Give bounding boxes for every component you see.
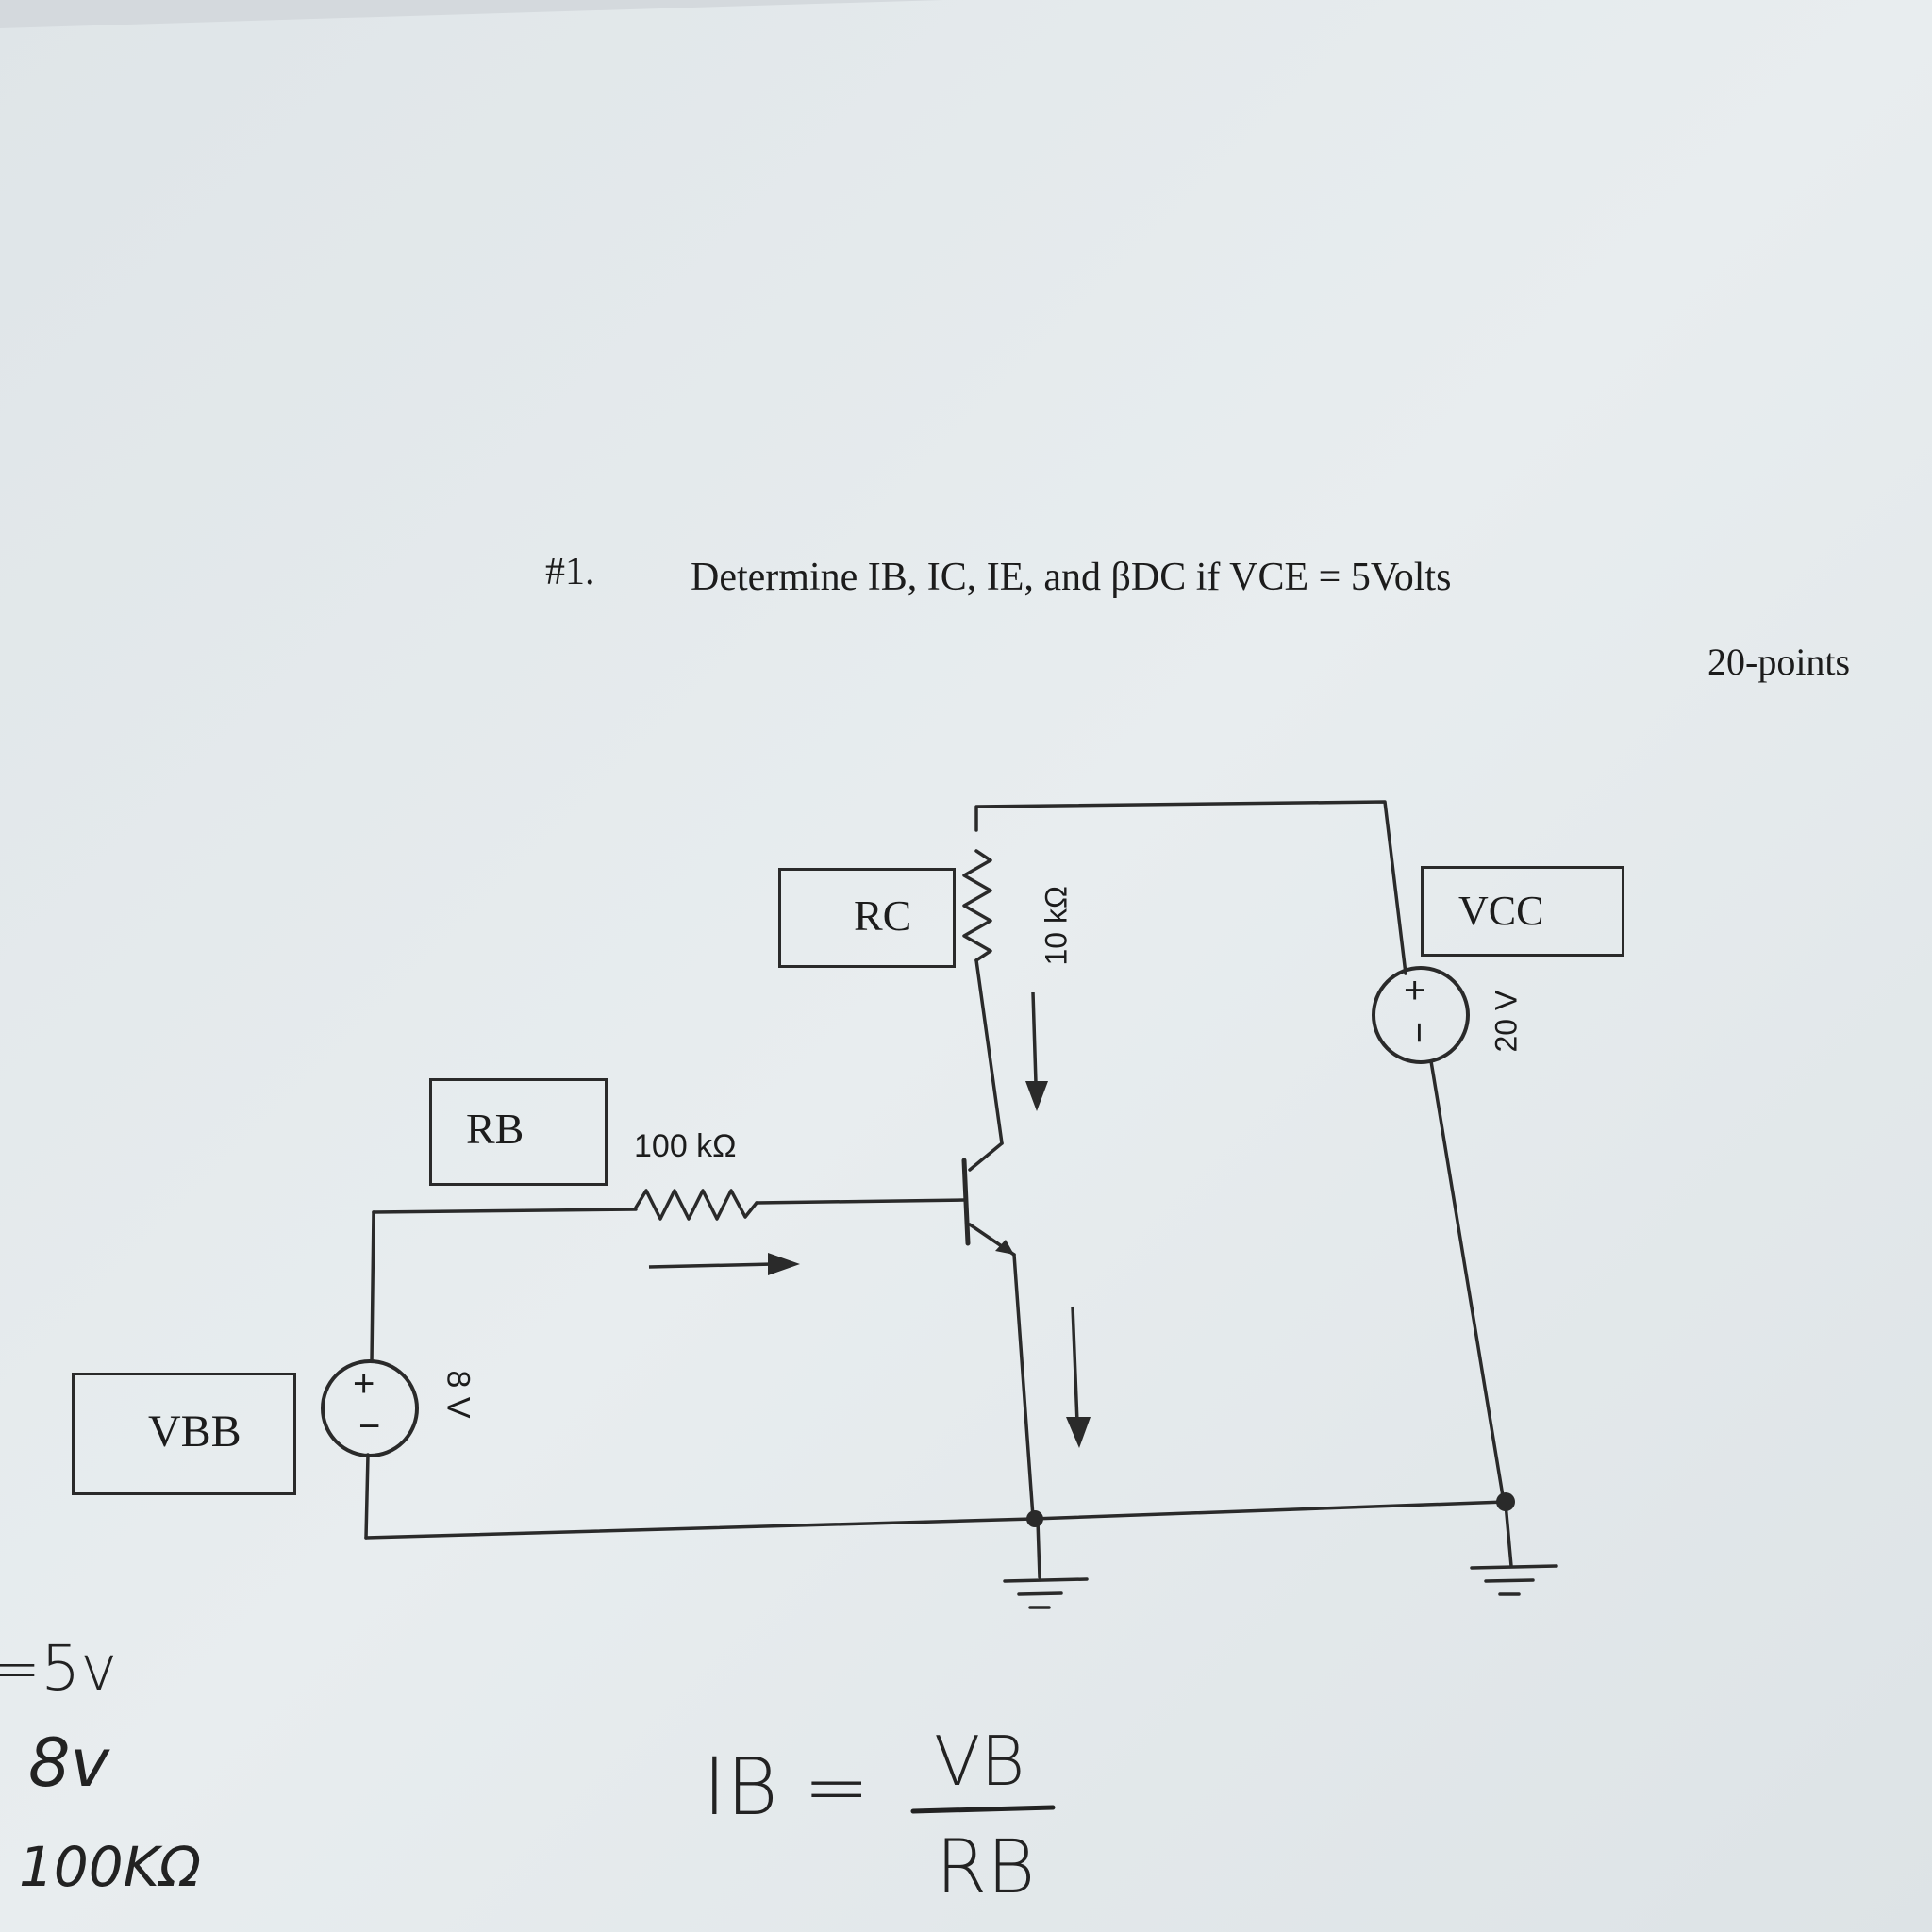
rb-label: RB	[466, 1105, 525, 1153]
vbb-value: 8 V	[440, 1370, 476, 1419]
question-prompt: Determine IB, IC, IE, and βDC if VCE = 5…	[691, 556, 1452, 599]
vcc-label: VCC	[1458, 888, 1544, 934]
handwritten-note-rb: 100KΩ	[19, 1835, 202, 1899]
vbb-label: VBB	[148, 1407, 242, 1457]
question-number: #1.	[545, 550, 595, 593]
vcc-plus-icon: +	[1404, 970, 1426, 1011]
rc-label: RC	[854, 891, 912, 940]
vbb-plus-icon: +	[353, 1363, 375, 1405]
transistor-base-bar	[961, 1158, 971, 1246]
vbb-minus-icon: −	[358, 1406, 381, 1447]
formula-numerator: VB	[934, 1722, 1025, 1801]
circuit-wires	[364, 800, 1558, 1609]
vcc-source-icon	[1372, 966, 1470, 1064]
junction-dot	[1496, 1492, 1515, 1511]
rc-resistor	[962, 849, 992, 962]
question-points: 20-points	[1707, 641, 1851, 683]
current-arrows	[648, 991, 1079, 1424]
formula-lhs: IB =	[703, 1740, 870, 1833]
vcc-label-box	[1421, 866, 1624, 957]
formula-denominator: RB	[936, 1825, 1036, 1910]
junction-dot	[1026, 1510, 1043, 1527]
rb-resistor	[634, 1189, 758, 1221]
rb-label-box	[429, 1078, 608, 1186]
emitter-arrow-icon	[995, 1240, 1014, 1255]
rb-value: 100 kΩ	[634, 1128, 737, 1164]
vcc-minus-icon: −	[1398, 1021, 1441, 1044]
rc-label-box	[778, 868, 956, 968]
ic-arrow-icon	[1025, 1081, 1048, 1111]
vbb-source-icon	[321, 1359, 419, 1457]
handwritten-note-vce: =5v	[0, 1632, 118, 1705]
formula-fraction-bar	[910, 1805, 1056, 1814]
rc-value: 10 kΩ	[1039, 886, 1074, 966]
vcc-value: 20 V	[1489, 990, 1524, 1053]
vbb-label-box	[72, 1373, 296, 1495]
ie-arrow-icon	[1066, 1417, 1091, 1448]
handwritten-note-vbb: 8v	[28, 1724, 109, 1802]
ib-arrow-icon	[768, 1253, 800, 1275]
